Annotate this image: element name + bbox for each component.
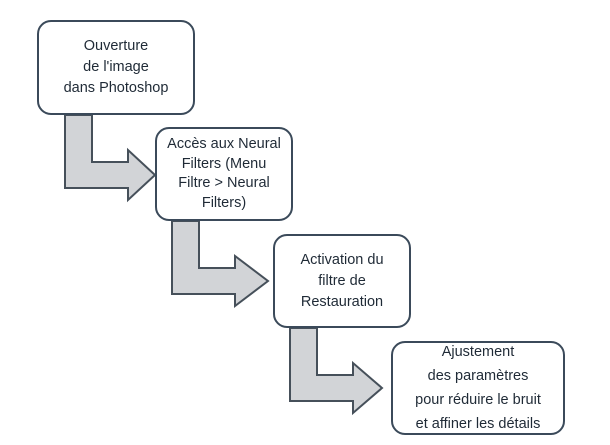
step-box-restoration-filter: Activation du filtre de Restauration — [273, 234, 411, 328]
step-text-line: Ouverture — [83, 38, 149, 54]
step-box-open-image: Ouverture de l'image dans Photoshop — [37, 20, 195, 115]
step-text-line: de l'image — [83, 59, 149, 75]
step-box-adjust-parameters: Ajustement des paramètres pour réduire l… — [391, 341, 565, 435]
step-text-line: Restauration — [300, 293, 384, 310]
bent-arrow-3 — [289, 327, 384, 416]
step-box-neural-filters: Accès aux Neural Filters (Menu Filtre > … — [155, 127, 293, 221]
step-text-line: Filters) — [201, 194, 247, 211]
step-text-line: Ajustement — [441, 344, 515, 360]
step-text-line: dans Photoshop — [63, 80, 169, 96]
step-text-line: Filters (Menu — [181, 155, 267, 172]
bent-arrow-2 — [171, 220, 270, 309]
step-text-line: filtre de — [318, 272, 366, 289]
step-text-line: des paramètres — [427, 368, 529, 384]
step-text-line: Filtre > Neural — [178, 175, 270, 191]
bent-arrow-1 — [64, 114, 157, 203]
step-text-line: Accès aux Neural — [167, 136, 281, 152]
step-text-line: et affiner les détails — [415, 416, 541, 432]
step-text-line: pour réduire le bruit — [415, 392, 541, 408]
step-text-line: Activation du — [300, 251, 384, 268]
